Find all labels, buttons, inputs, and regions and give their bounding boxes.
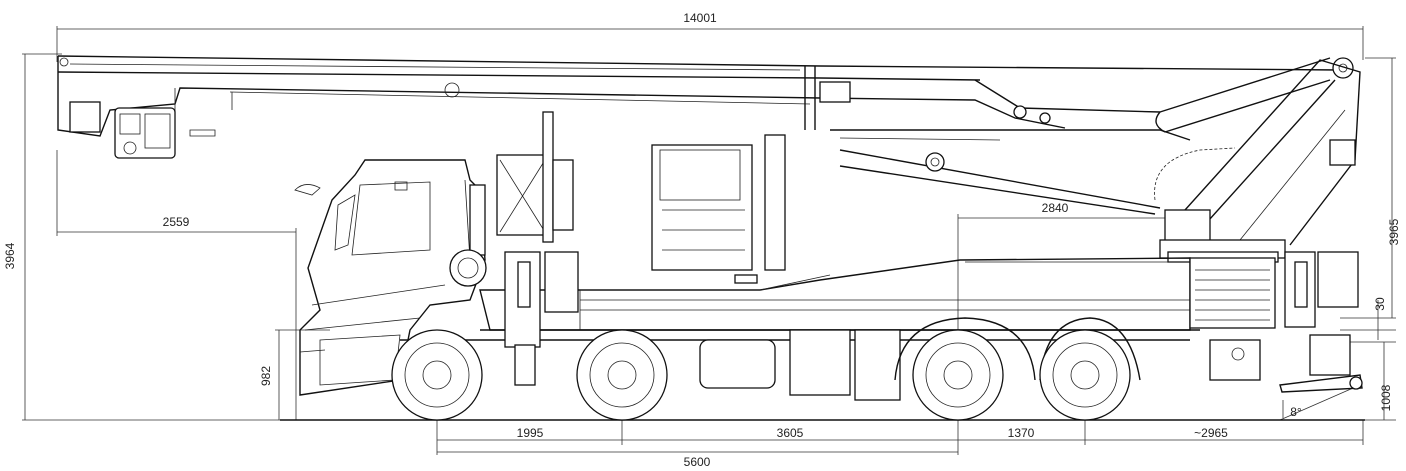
wheels	[391, 329, 1131, 421]
dim-turntable-height: 3965	[1387, 218, 1401, 245]
wheel-front-1	[391, 329, 483, 421]
wheel-rear-2	[1039, 329, 1131, 421]
dim-front-overhang: 2559	[163, 215, 190, 229]
dim-overall-length: 14001	[683, 11, 717, 25]
dim-outrigger-lift: 30	[1373, 297, 1387, 311]
dim-overall-height: 3964	[3, 242, 17, 269]
platform-basket	[496, 111, 786, 284]
dim-outrigger-depth: 1008	[1379, 384, 1393, 411]
truck-chassis	[400, 251, 1363, 401]
wheel-rear-1	[912, 329, 1004, 421]
wheel-front-2	[576, 329, 668, 421]
dimension-lines: 14001 3964 2559 2840 3965 30 1008 982	[3, 11, 1401, 469]
dim-axle-1: 1995	[517, 426, 544, 440]
dim-wheelbase: 5600	[684, 455, 711, 469]
dim-axle-2: 3605	[777, 426, 804, 440]
dim-rear-overhang: ~2965	[1194, 426, 1228, 440]
dim-ramp-angle: 8°	[1290, 405, 1302, 419]
dim-ground-clearance: 982	[259, 366, 273, 386]
boom	[57, 55, 1361, 263]
dim-rear-turntable: 2840	[1042, 201, 1069, 215]
dim-axle-3: 1370	[1008, 426, 1035, 440]
